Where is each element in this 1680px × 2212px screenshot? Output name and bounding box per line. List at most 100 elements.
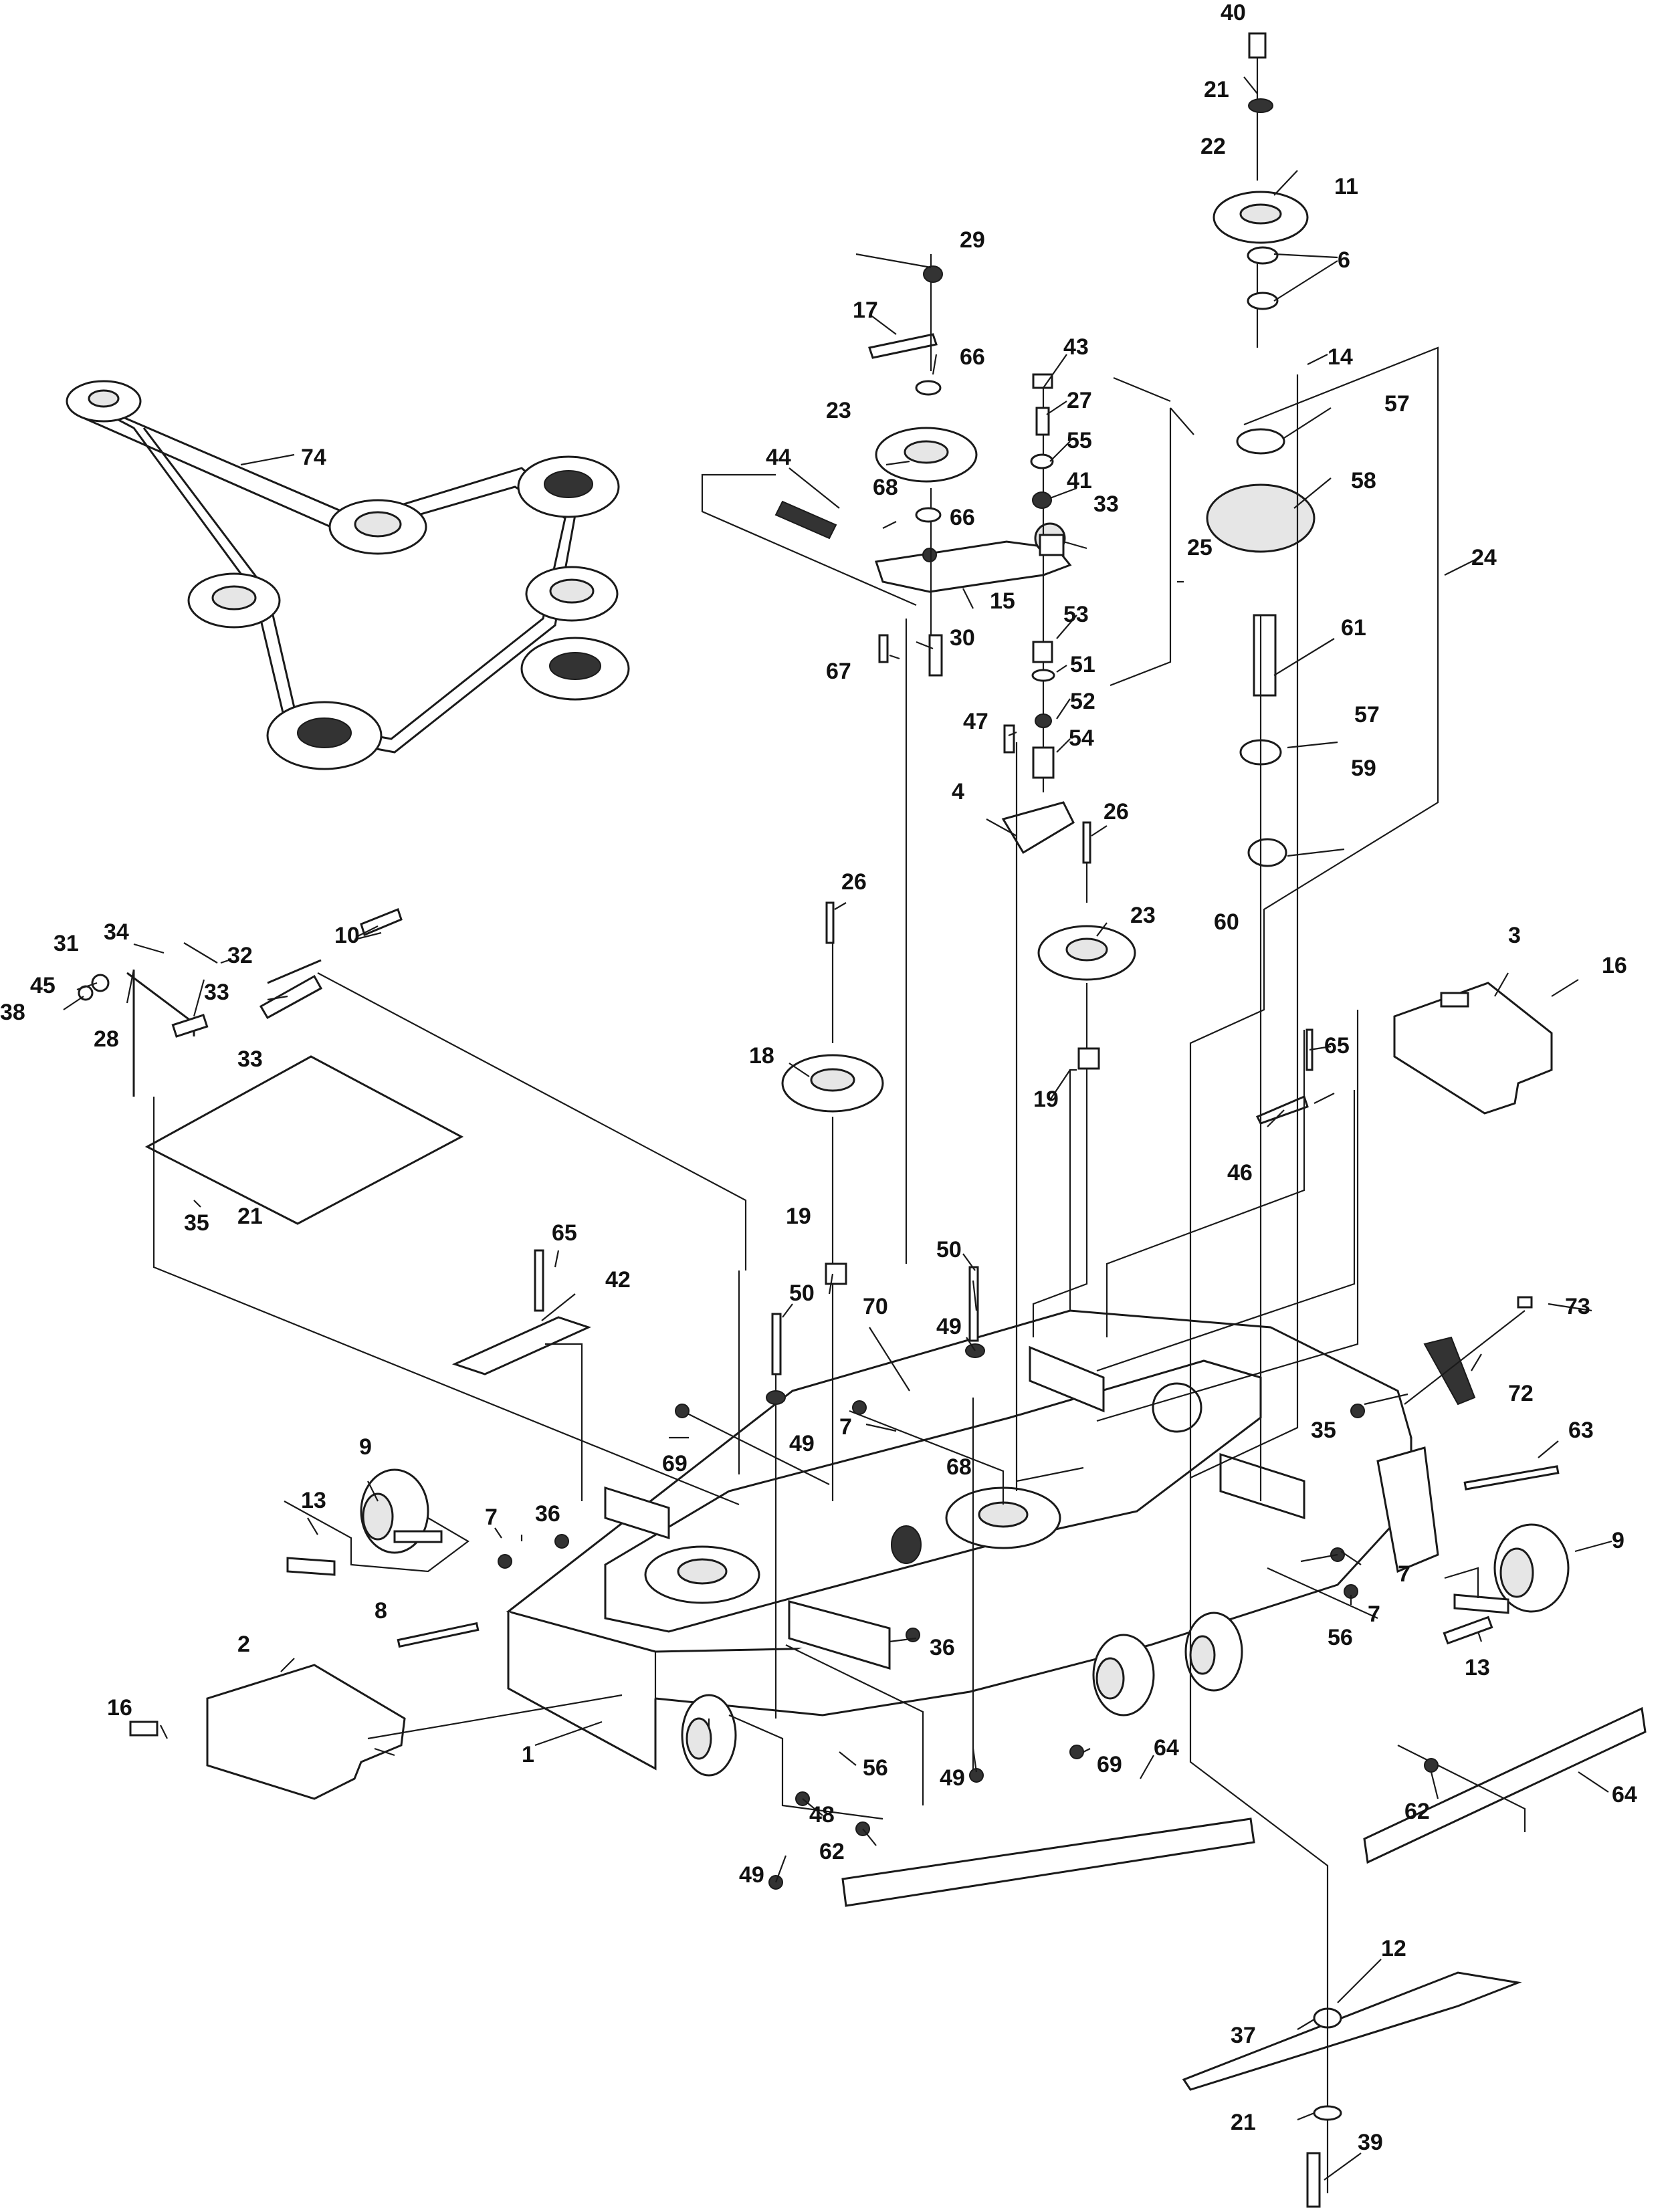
belt-routing-inset bbox=[66, 380, 630, 770]
callout-23: 23 bbox=[1130, 903, 1156, 928]
lift-arm-assembly bbox=[78, 908, 403, 1097]
bracket-17 bbox=[868, 333, 938, 359]
callout-7: 7 bbox=[839, 1414, 852, 1440]
callout-29: 29 bbox=[960, 227, 985, 253]
idler-spring bbox=[774, 500, 837, 540]
callout-44: 44 bbox=[766, 445, 791, 470]
callout-16: 16 bbox=[107, 1695, 132, 1721]
callout-25: 25 bbox=[1187, 535, 1213, 560]
idler-pulley-23-upper bbox=[875, 427, 978, 483]
callout-74: 74 bbox=[301, 445, 326, 470]
callout-11: 11 bbox=[1334, 174, 1358, 199]
callout-49: 49 bbox=[936, 1314, 962, 1339]
belt-cover-left bbox=[206, 1664, 406, 1800]
callout-73: 73 bbox=[1565, 1294, 1590, 1319]
callout-54: 54 bbox=[1069, 726, 1094, 751]
callout-26: 26 bbox=[841, 869, 867, 895]
idler-pulley-18 bbox=[781, 1054, 884, 1113]
callout-7: 7 bbox=[1398, 1561, 1410, 1587]
callout-18: 18 bbox=[749, 1043, 774, 1069]
callout-40: 40 bbox=[1221, 0, 1246, 25]
callout-53: 53 bbox=[1063, 602, 1089, 627]
callout-33: 33 bbox=[237, 1046, 263, 1072]
idler-arm bbox=[875, 522, 1072, 593]
callout-24: 24 bbox=[1471, 545, 1497, 570]
callout-37: 37 bbox=[1231, 2023, 1256, 2048]
callout-9: 9 bbox=[1612, 1528, 1624, 1553]
callout-68: 68 bbox=[873, 475, 898, 500]
callout-58: 58 bbox=[1351, 468, 1376, 493]
leader-lines bbox=[152, 53, 1526, 2193]
callout-3: 3 bbox=[1508, 923, 1521, 948]
callout-57: 57 bbox=[1354, 702, 1380, 728]
callout-21: 21 bbox=[237, 1204, 263, 1229]
callout-46: 46 bbox=[1227, 1160, 1253, 1186]
idler-bracket-4 bbox=[1001, 801, 1075, 855]
callout-21: 21 bbox=[1231, 2110, 1256, 2135]
callout-49: 49 bbox=[789, 1431, 815, 1456]
callout-62: 62 bbox=[1404, 1799, 1430, 1824]
mower-deck-shell bbox=[506, 1309, 1439, 1771]
callout-4: 4 bbox=[952, 779, 964, 804]
front-caster-wheels bbox=[681, 1612, 1243, 1777]
callout-63: 63 bbox=[1568, 1418, 1594, 1443]
callout-56: 56 bbox=[863, 1755, 888, 1781]
callout-38: 38 bbox=[0, 1000, 25, 1025]
callout-68: 68 bbox=[946, 1454, 972, 1480]
callout-43: 43 bbox=[1063, 334, 1089, 360]
callout-36: 36 bbox=[930, 1635, 955, 1660]
callout-33: 33 bbox=[1093, 491, 1119, 517]
callout-66: 66 bbox=[950, 505, 975, 530]
baffle-plate-42 bbox=[451, 1316, 592, 1375]
callout-7: 7 bbox=[485, 1505, 498, 1530]
callout-50: 50 bbox=[789, 1281, 815, 1306]
callout-19: 19 bbox=[786, 1204, 811, 1229]
callout-36: 36 bbox=[535, 1501, 560, 1527]
callout-14: 14 bbox=[1328, 344, 1353, 370]
callout-42: 42 bbox=[605, 1267, 631, 1293]
bracket-46 bbox=[1255, 1095, 1309, 1125]
callout-6: 6 bbox=[1338, 247, 1350, 273]
callout-28: 28 bbox=[94, 1026, 119, 1052]
callout-13: 13 bbox=[1465, 1655, 1490, 1680]
callout-66: 66 bbox=[960, 344, 985, 370]
callout-49: 49 bbox=[940, 1765, 965, 1791]
callout-9: 9 bbox=[359, 1434, 372, 1460]
callout-50: 50 bbox=[936, 1237, 962, 1262]
callout-30: 30 bbox=[950, 625, 975, 651]
callout-60: 60 bbox=[1214, 909, 1239, 935]
callout-10: 10 bbox=[334, 923, 360, 948]
callout-70: 70 bbox=[863, 1294, 888, 1319]
callout-67: 67 bbox=[826, 659, 851, 684]
callout-52: 52 bbox=[1070, 689, 1095, 714]
deflector-72 bbox=[1423, 1336, 1476, 1406]
callout-39: 39 bbox=[1358, 2130, 1383, 2155]
callout-48: 48 bbox=[809, 1802, 835, 1828]
callout-8: 8 bbox=[375, 1598, 387, 1624]
callout-labels: 40 21 22 11 6 29 17 66 43 14 27 57 23 55… bbox=[0, 0, 1637, 2155]
callout-32: 32 bbox=[227, 943, 253, 968]
hardware bbox=[129, 32, 1560, 2208]
idler-pulley-23-lower bbox=[1037, 925, 1136, 981]
callout-7: 7 bbox=[1368, 1601, 1380, 1627]
callout-17: 17 bbox=[853, 298, 878, 323]
callout-2: 2 bbox=[237, 1632, 250, 1657]
belt-cover-right bbox=[1393, 982, 1553, 1115]
callout-62: 62 bbox=[819, 1839, 845, 1864]
callout-35: 35 bbox=[184, 1210, 209, 1236]
callout-19: 19 bbox=[1033, 1087, 1059, 1112]
callout-49: 49 bbox=[739, 1862, 764, 1888]
callout-31: 31 bbox=[54, 931, 79, 956]
caster-wheel-right bbox=[1453, 1523, 1570, 1614]
callout-65: 65 bbox=[1324, 1033, 1350, 1059]
callout-56: 56 bbox=[1328, 1625, 1353, 1650]
callout-35: 35 bbox=[1311, 1418, 1336, 1443]
callout-27: 27 bbox=[1067, 388, 1092, 413]
callout-15: 15 bbox=[990, 588, 1015, 614]
callout-23: 23 bbox=[826, 398, 851, 423]
callout-64: 64 bbox=[1612, 1782, 1637, 1807]
callout-51: 51 bbox=[1070, 652, 1095, 677]
callout-41: 41 bbox=[1067, 468, 1092, 493]
callout-22: 22 bbox=[1200, 134, 1226, 159]
